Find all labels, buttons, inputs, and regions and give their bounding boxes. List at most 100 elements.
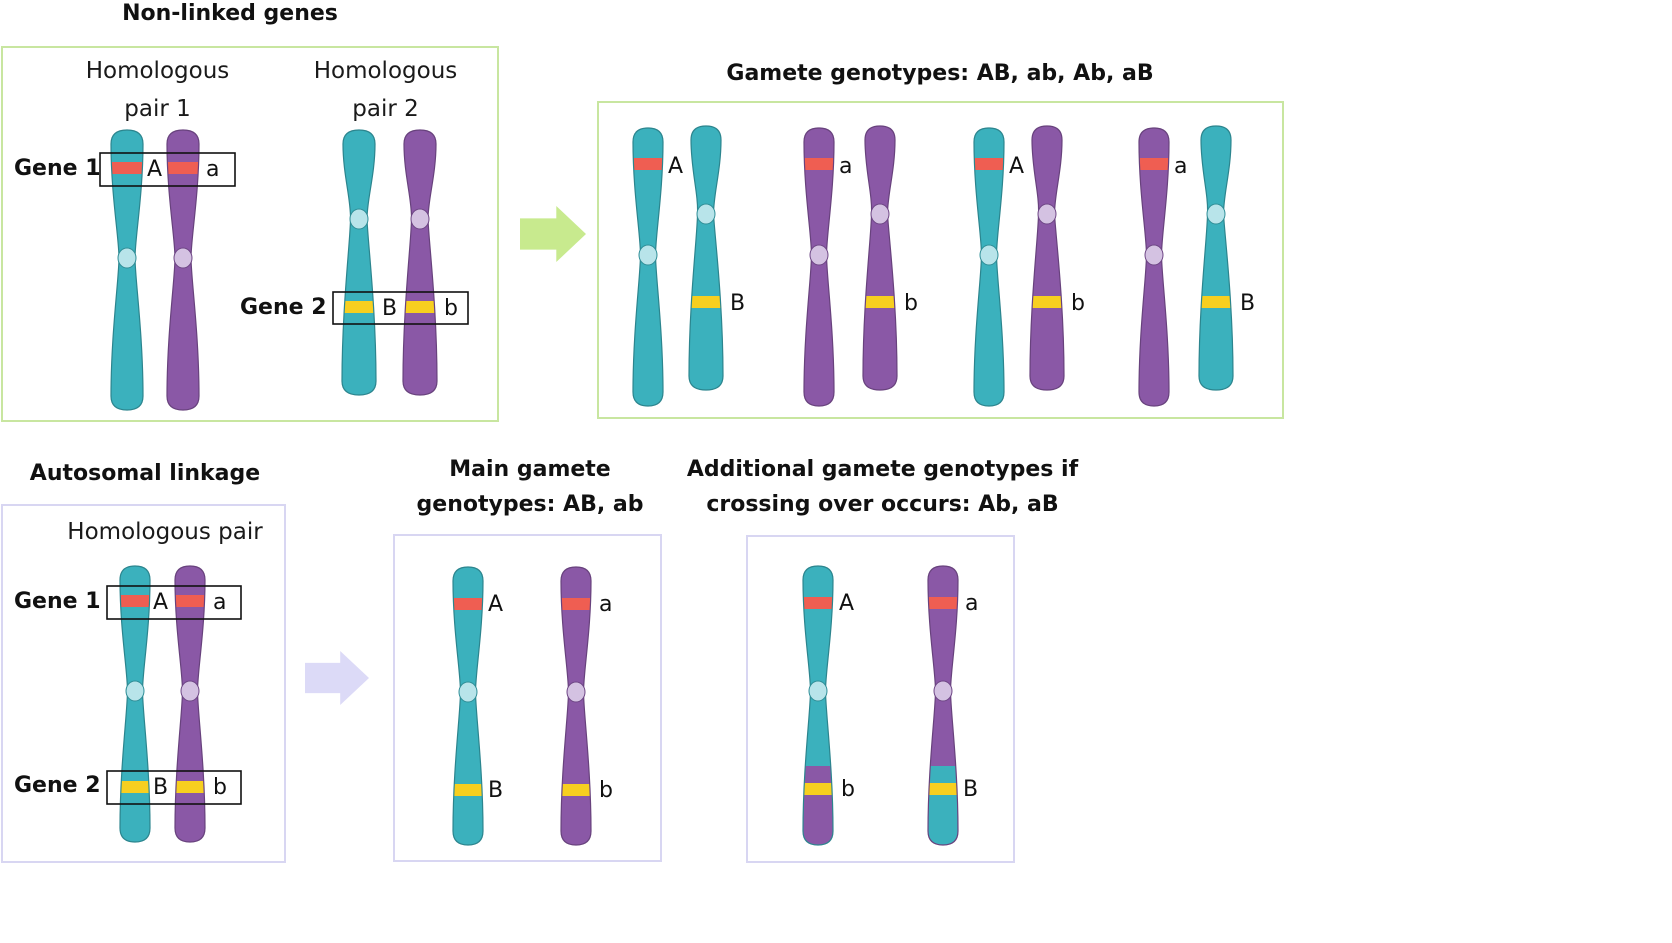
chromosome-outline [119,565,151,843]
chromosome-arm [342,130,376,395]
centromere [1144,244,1164,266]
crossover-panel [746,535,1015,863]
centromere [933,680,953,702]
chromosome-outline [803,127,835,407]
gamete-gene2-allele: b [1071,291,1085,316]
gene2-band [1199,296,1233,308]
gene2-band [453,784,483,796]
gene1-band [1139,158,1169,170]
gene1-band [561,598,591,610]
crossover-allele-b: b [841,777,855,802]
centromere [1037,203,1057,225]
chromosome-arm [403,130,437,395]
chromosome-outline [927,565,959,846]
chromosome-outline [802,565,834,846]
centromere [125,680,145,702]
centromere [410,208,430,230]
gamete-gene1-allele: A [1009,154,1024,179]
linkage-title: Autosomal linkage [29,461,261,486]
chromosome-outline [174,565,206,843]
nonlinked-title: Non-linked genes [122,1,338,26]
crossover-segment [928,766,958,845]
gene1-band [803,597,833,609]
chromosome-outline [560,566,592,846]
crossover-segment [803,766,833,845]
gene1-band [974,158,1004,170]
pair2-label: Homologous pair 2 [313,58,458,122]
gene2-band [561,784,591,796]
gamete-gene1-allele: A [668,154,683,179]
centromere [808,680,828,702]
gamete-gene2-chromosome [862,125,898,391]
gamete-gene2-chromosome [1029,125,1065,391]
gene1-band [167,162,199,174]
chromosome-outline [341,129,377,396]
gene2-band [689,296,723,308]
gene1-box [99,152,236,187]
crossover-title-line2: crossing over occurs: Ab, aB [706,492,1059,517]
chromosome-outline [1138,127,1170,407]
main-gametes-panel [393,534,662,862]
main-gametes-title: Main gamete genotypes: AB, ab [410,452,650,522]
gene2-band [403,301,437,313]
gene1-band [928,597,958,609]
gene2-band [342,301,376,313]
arrow-right-icon [520,206,586,262]
allele-b: b [444,296,458,321]
gametes-title: Gamete genotypes: AB, ab, Ab, aB [726,61,1154,86]
linkage-allele-a: a [213,590,226,615]
main-gamete-chromosome-ab [560,566,592,846]
centromere [566,681,586,703]
gamete-gene2-allele: B [730,291,745,316]
chromosome-outline [110,129,144,411]
gene1-band [453,598,483,610]
centromere [870,203,890,225]
gamete-gene2-allele: B [1240,291,1255,316]
gene2-band [120,781,150,793]
arrow-right-icon [305,651,369,705]
pair1-label: Homologous pair 1 [85,58,230,122]
crossover-chromosome-aB [927,565,959,846]
gene2-box [332,291,469,325]
allele-A: A [147,157,162,182]
linkage-gene1-box [106,585,242,620]
gamete-gene2-chromosome [1198,125,1234,391]
allele-a: a [206,157,219,182]
chromosome-arm [1030,126,1064,390]
gene1-band [120,595,150,607]
pair2-chromosome-purple [402,129,438,396]
chromosome-outline [402,129,438,396]
crossover-title-line1: Additional gamete genotypes if [686,457,1079,482]
gamete-gene2-allele: b [904,291,918,316]
linkage-allele-b: b [213,775,227,800]
chromosome-outline [632,127,664,407]
chromosome-outline [1029,125,1065,391]
linkage-gene2-box [106,770,242,805]
centromere [173,247,193,269]
main-allele-B: B [488,778,503,803]
centromere [349,208,369,230]
allele-B: B [382,296,397,321]
crossover-allele-a: a [965,591,978,616]
main-allele-a: a [599,592,612,617]
centromere [979,244,999,266]
main-gametes-title-line1: Main gamete [449,457,611,482]
centromere [638,244,658,266]
chromosome-outline [688,125,724,391]
gamete-gene1-allele: a [839,154,852,179]
gene2-band [863,296,897,308]
gene2-band [1030,296,1064,308]
linkage-gene1-label: Gene 1 [14,589,101,614]
nonlinked-gene2-label: Gene 2 [240,295,327,320]
chromosome-outline [1198,125,1234,391]
linkage-gene2-label: Gene 2 [14,773,101,798]
nonlinked-gene1-label: Gene 1 [14,156,101,181]
crossover-allele-A: A [839,591,854,616]
pair2-chromosome-teal [341,129,377,396]
main-allele-b: b [599,778,613,803]
centromere [180,680,200,702]
main-gametes-title-line2: genotypes: AB, ab [416,492,644,517]
crossover-title: Additional gamete genotypes if crossing … [680,452,1085,522]
centromere [809,244,829,266]
